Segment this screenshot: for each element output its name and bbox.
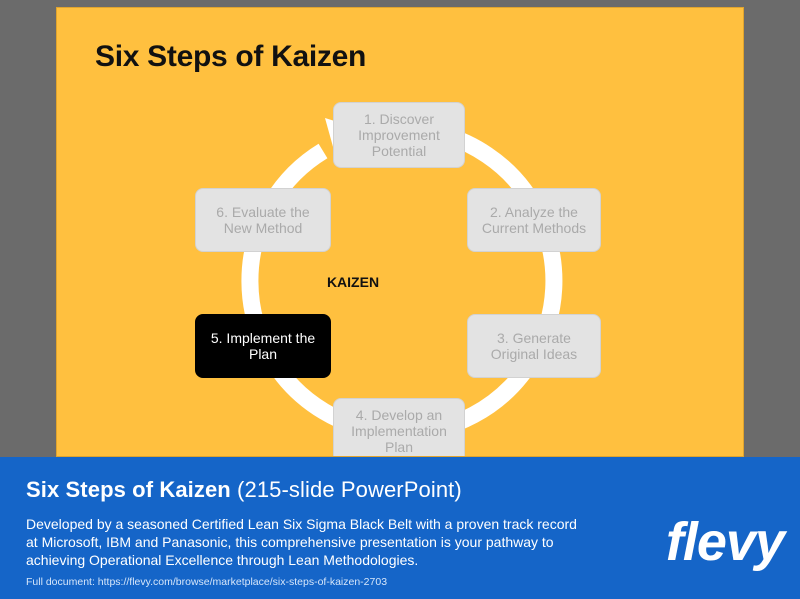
slide: Six Steps of Kaizen 1. Discover Improvem… [56,7,744,457]
banner-description: Developed by a seasoned Certified Lean S… [26,516,577,568]
step-5-implement: 5. Implement the Plan [195,314,331,378]
step-3-generate: 3. Generate Original Ideas [467,314,601,378]
center-label-kaizen: KAIZEN [326,274,380,290]
step-4-develop: 4. Develop an Implementation Plan [333,398,465,456]
banner-title: Six Steps of Kaizen (215-slide PowerPoin… [26,477,462,503]
document-link[interactable]: Full document: https://flevy.com/browse/… [26,576,388,588]
step-6-evaluate: 6. Evaluate the New Method [195,188,331,252]
cycle-ring-arrow [241,118,563,442]
step-2-analyze: 2. Analyze the Current Methods [467,188,601,252]
banner-title-rest: (215-slide PowerPoint) [230,477,462,502]
banner-title-strong: Six Steps of Kaizen [26,477,231,502]
flevy-logo[interactable]: flevy [665,512,785,572]
promo-banner: Six Steps of Kaizen (215-slide PowerPoin… [0,457,800,599]
slide-title: Six Steps of Kaizen [95,40,367,73]
step-1-discover: 1. Discover Improvement Potential [333,102,465,168]
